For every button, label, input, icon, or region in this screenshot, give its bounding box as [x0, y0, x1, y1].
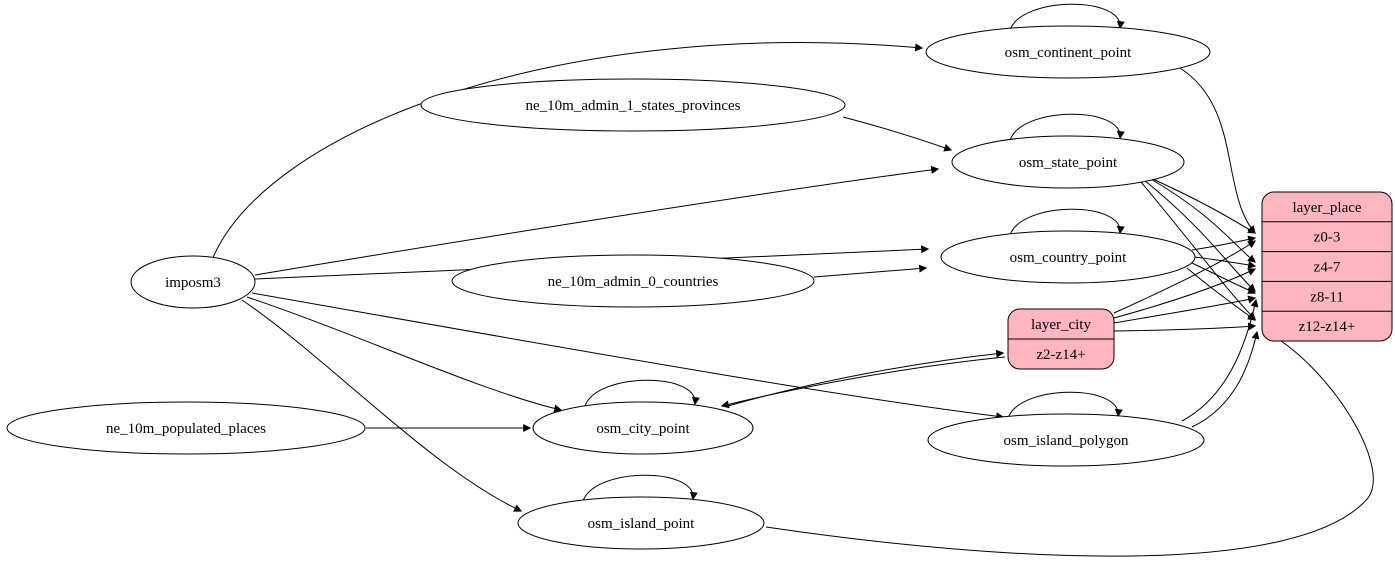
- node-osm_island_polygon: osm_island_polygon: [927, 413, 1205, 467]
- edge-osm_island_polygon-to-layer_place:z8-11: [1181, 298, 1259, 422]
- node-layer_city: layer_city z2-z14+: [1007, 308, 1115, 370]
- edge-layer_city-to-osm_city_point: [720, 356, 1006, 409]
- layer_place-row-z4-7: z4-7: [1314, 260, 1341, 276]
- edge-layer_city-to-layer_place:z12-z14+: [1113, 322, 1257, 332]
- osm_island_polygon-shape: [927, 413, 1205, 467]
- edge-osm_continent_point-to-layer_place:z0-3: [1179, 67, 1256, 234]
- node-ne_10m_admin_0_countries: ne_10m_admin_0_countries: [451, 254, 815, 308]
- ne_10m_populated_places-label: ne_10m_populated_places: [106, 421, 266, 437]
- osm_island_point-shape: [517, 496, 765, 550]
- node-ne_10m_populated_places: ne_10m_populated_places: [6, 401, 366, 455]
- ne_10m_admin_0_countries-label: ne_10m_admin_0_countries: [548, 274, 719, 290]
- node-osm_island_point: osm_island_point: [517, 496, 765, 550]
- layer_place-row-z12-z14+: z12-z14+: [1299, 319, 1356, 335]
- osm_state_point-shape: [951, 135, 1185, 189]
- edge-layer_city-to-layer_place:z8-11: [1113, 295, 1257, 324]
- edge-osm_country_point-to-layer_place:z8-11: [1191, 262, 1257, 294]
- edge-osm_country_point-to-layer_place:z4-7: [1193, 256, 1257, 269]
- edges-layer: [211, 3, 1374, 557]
- osm_country_point-shape: [940, 230, 1196, 284]
- self-loop-osm_continent_point-to-osm_continent_point: [1009, 3, 1125, 31]
- layer_city-row-z2-z14+: z2-z14+: [1036, 347, 1085, 363]
- edge-imposm3-to-osm_state_point: [254, 165, 940, 276]
- node-osm_state_point: osm_state_point: [951, 135, 1185, 189]
- edge-ne_10m_admin_1_states_provinces-to-osm_state_point: [842, 116, 953, 152]
- edge-osm_state_point-to-layer_place:z4-7: [1148, 177, 1256, 263]
- osm_state_point-label: osm_state_point: [1019, 155, 1118, 171]
- self-loop-osm_country_point-to-osm_country_point: [1009, 208, 1125, 236]
- edge-osm_island_point-to-layer_place:z12-z14+: [765, 330, 1374, 557]
- edge-osm_island_polygon-to-layer_place:z12-z14+: [1191, 330, 1260, 428]
- layer_place-shape: [1261, 191, 1393, 342]
- edge-imposm3-to-osm_island_point: [241, 299, 523, 512]
- node-osm_country_point: osm_country_point: [940, 230, 1196, 284]
- node-ne_10m_admin_1_states_provinces: ne_10m_admin_1_states_provinces: [420, 78, 846, 132]
- self-loop-osm_state_point-to-osm_state_point: [1009, 113, 1125, 141]
- edge-imposm3-to-osm_city_point: [246, 296, 563, 413]
- layer_place-row-z8-11: z8-11: [1310, 289, 1344, 305]
- layer_city-header-label: layer_city: [1031, 317, 1091, 333]
- self-loop-osm_island_polygon-to-osm_island_polygon: [1007, 391, 1123, 419]
- osm_island_point-label: osm_island_point: [588, 516, 696, 532]
- edge-osm_country_point-to-layer_place:z0-3: [1191, 235, 1257, 251]
- node-layer_place: layer_place z0-3 z4-7 z8-11 z12-z14+: [1261, 191, 1393, 342]
- osm_city_point-label: osm_city_point: [596, 421, 690, 437]
- self-loop-osm_city_point-to-osm_city_point: [584, 379, 700, 407]
- node-osm_city_point: osm_city_point: [532, 401, 754, 455]
- layer_place-header-label: layer_place: [1292, 200, 1361, 216]
- ne_10m_populated_places-shape: [6, 401, 366, 455]
- imposm3-label: imposm3: [165, 275, 221, 291]
- edge-layer_city-to-layer_place:z4-7: [1113, 268, 1257, 319]
- osm_continent_point-label: osm_continent_point: [1005, 45, 1132, 61]
- edge-osm_state_point-to-layer_place:z12-z14+: [1140, 181, 1256, 320]
- ne_10m_admin_1_states_provinces-shape: [420, 78, 846, 132]
- edge-imposm3-to-osm_continent_point: [211, 42, 924, 261]
- nodes-layer: imposm3 ne_10m_admin_1_states_provincesne…: [6, 25, 1393, 550]
- edge-imposm3-to-osm_island_polygon: [251, 292, 1005, 421]
- edge-ne_10m_admin_0_countries-to-osm_country_point: [813, 264, 928, 278]
- edge-layer_city-to-layer_place:z0-3: [1113, 240, 1256, 314]
- node-osm_continent_point: osm_continent_point: [925, 25, 1211, 79]
- layer_place-row-z0-3: z0-3: [1314, 230, 1341, 246]
- osm_island_polygon-label: osm_island_polygon: [1003, 433, 1129, 449]
- edge-osm_country_point-to-layer_place:z12-z14+: [1186, 267, 1256, 321]
- edge-osm_state_point-to-layer_place:z0-3: [1145, 175, 1257, 234]
- node-imposm3: imposm3: [130, 255, 256, 309]
- ne_10m_admin_1_states_provinces-label: ne_10m_admin_1_states_provinces: [526, 98, 741, 114]
- self-loop-osm_island_point-to-osm_island_point: [582, 474, 698, 502]
- osm_continent_point-shape: [925, 25, 1211, 79]
- ne_10m_admin_0_countries-shape: [451, 254, 815, 308]
- imposm3-shape: [130, 255, 256, 309]
- osm_country_point-label: osm_country_point: [1010, 250, 1127, 266]
- osm_city_point-shape: [532, 401, 754, 455]
